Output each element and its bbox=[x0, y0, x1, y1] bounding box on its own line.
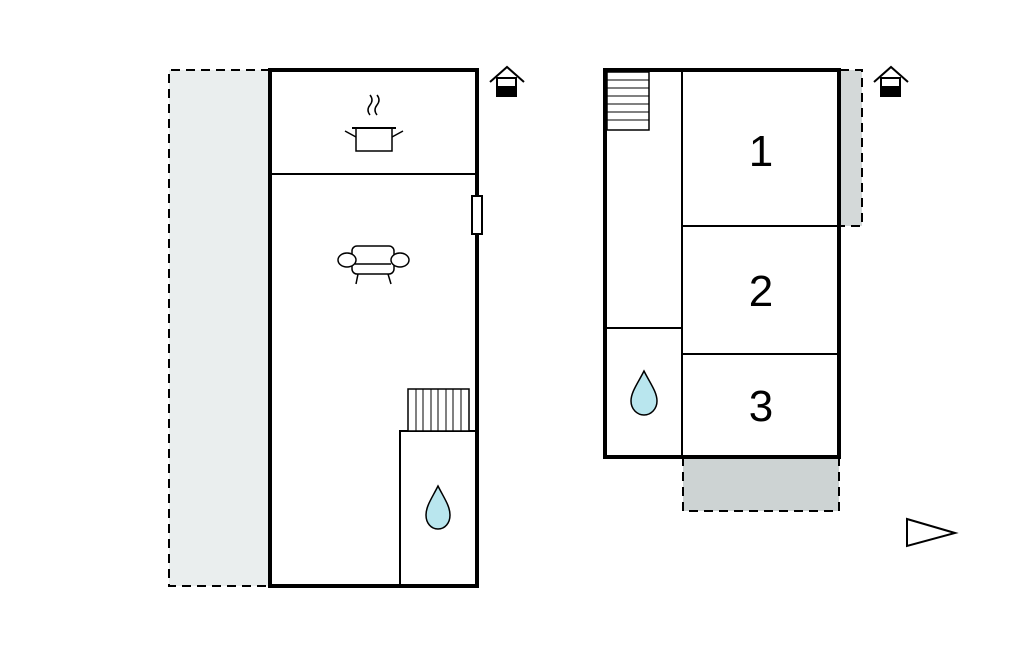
entrance-house-icon bbox=[489, 65, 525, 97]
cooking-pot-icon bbox=[344, 94, 404, 152]
sofa-icon bbox=[337, 245, 410, 285]
window bbox=[471, 195, 483, 235]
room-label-1: 1 bbox=[749, 127, 773, 176]
side-balcony-dashed-border bbox=[840, 69, 863, 227]
ground-floor bbox=[168, 65, 525, 588]
entrance-house-icon bbox=[873, 65, 909, 97]
bottom-balcony-area bbox=[683, 457, 839, 511]
staircase-icon bbox=[606, 71, 650, 131]
ground-floor-walls bbox=[268, 68, 479, 588]
water-drop-icon bbox=[630, 369, 658, 416]
north-arrow-icon bbox=[906, 517, 959, 548]
side-balcony-area bbox=[840, 70, 862, 226]
room-label-2: 2 bbox=[749, 267, 773, 316]
water-drop-icon bbox=[425, 484, 451, 530]
upper-floor-walls bbox=[603, 68, 841, 459]
room-label-3: 3 bbox=[749, 382, 773, 431]
staircase-icon bbox=[407, 388, 470, 432]
upper-floor: 1 2 3 bbox=[603, 65, 909, 512]
terrace-dashed-border bbox=[168, 69, 270, 587]
terrace-area bbox=[169, 70, 270, 586]
